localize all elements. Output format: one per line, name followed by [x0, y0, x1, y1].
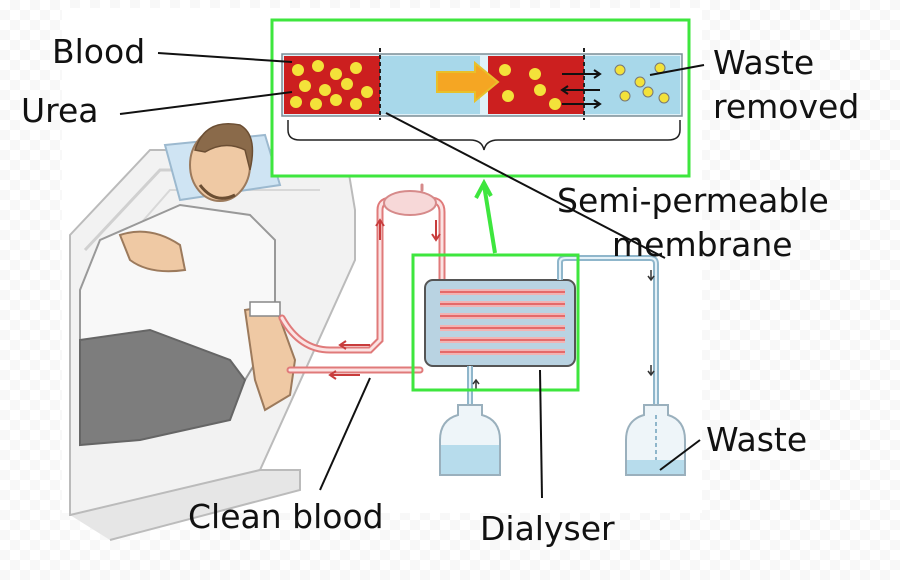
label-blood: Blood: [52, 32, 146, 71]
label-waste: Waste: [706, 420, 808, 459]
label-urea: Urea: [21, 91, 99, 130]
flow-arrows-blood: [328, 218, 441, 380]
urea-particles: [290, 60, 670, 110]
membrane-inset: [281, 48, 683, 151]
blood-tubing: [278, 183, 446, 374]
zoom-arrow: [474, 178, 497, 254]
dialyser-unit: [424, 279, 576, 367]
label-waste-removed-line1: Waste: [713, 43, 815, 82]
leader-lines: [119, 52, 705, 499]
dialyser-highlight: [411, 253, 580, 392]
diffusion-arrows: [560, 69, 602, 109]
label-waste-removed-line2: removed: [713, 87, 860, 126]
label-clean-blood: Clean blood: [188, 497, 384, 536]
label-membrane: membrane: [612, 225, 793, 264]
flow-arrow: [436, 60, 500, 104]
label-dialyser: Dialyser: [480, 509, 615, 548]
waste-bottle: [625, 404, 686, 476]
label-semi-permeable: Semi-permeable: [557, 181, 829, 220]
fresh-dialysate-bottle: [439, 404, 501, 476]
patient: [79, 123, 297, 447]
